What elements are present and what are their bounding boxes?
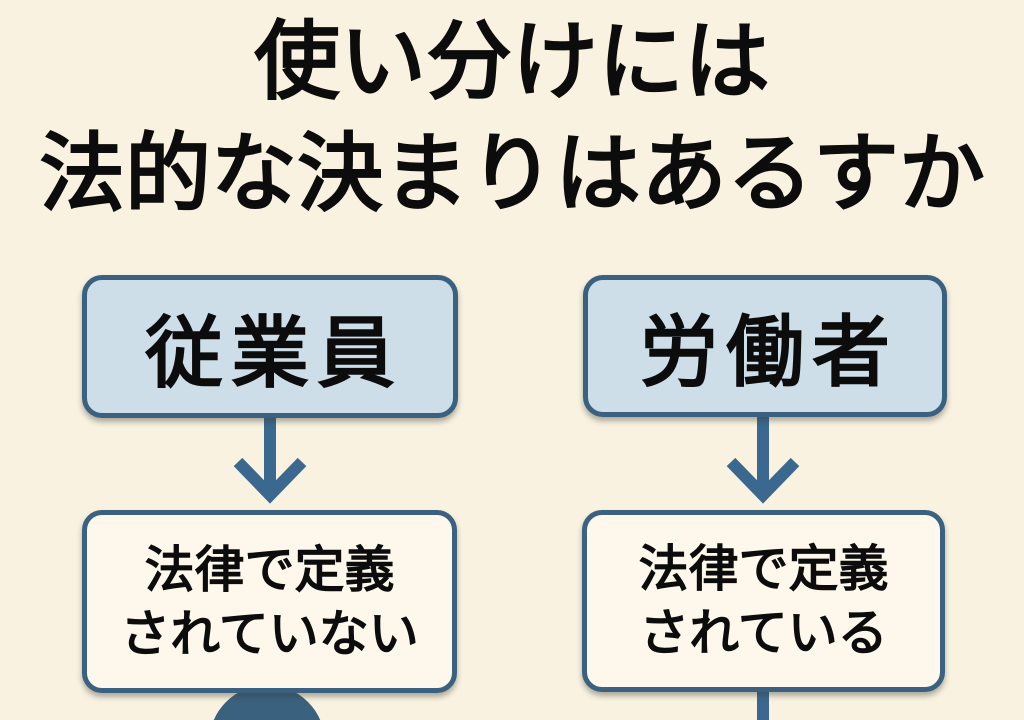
page-title-line2: 法的な決まりはあるすか: [39, 126, 985, 222]
definition-box-not-defined: 法律で定義 されていない: [82, 510, 457, 693]
page-title-line1: 使い分けには: [254, 14, 770, 110]
arrow-down-icon: [230, 416, 310, 513]
definition-line1: 法律で定義: [638, 541, 889, 597]
definition-box-defined: 法律で定義 されている: [582, 510, 945, 692]
term-box-roudousha: 労働者: [583, 275, 947, 417]
term-label: 従業員: [144, 308, 403, 397]
connector-line: [757, 688, 769, 720]
term-label: 労働者: [639, 308, 898, 396]
page-title: 使い分けには 法的な決まりはあるすか: [0, 6, 1024, 230]
term-box-juugyouin: 従業員: [82, 275, 458, 418]
definition-line2: されていない: [120, 605, 419, 662]
arrow-down-icon: [723, 416, 803, 513]
definition-line1: 法律で定義: [144, 541, 395, 598]
definition-line2: されている: [639, 605, 888, 661]
